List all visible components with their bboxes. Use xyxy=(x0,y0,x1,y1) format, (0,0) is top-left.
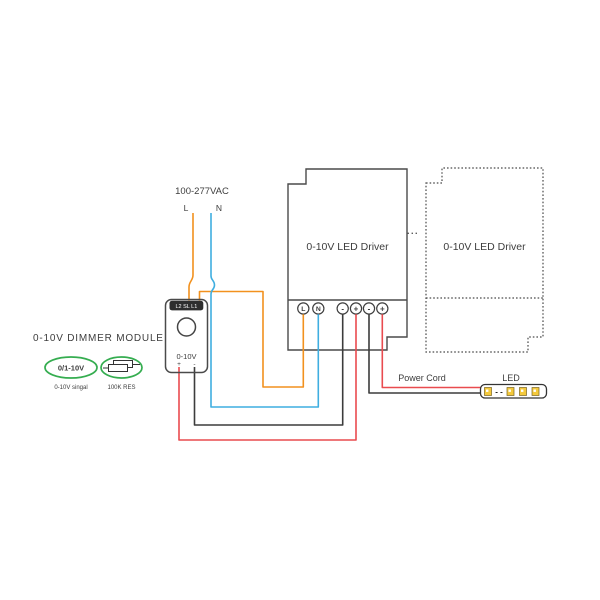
resistor-body-front xyxy=(108,364,128,372)
power-cord-label: Power Cord xyxy=(398,373,446,383)
dimmer-minus-mark: - xyxy=(193,361,195,368)
dimmer-knob xyxy=(176,317,197,337)
led-chip-icon xyxy=(519,387,527,396)
led-strip-pad-marks: - - xyxy=(495,388,503,397)
line-wire-dimmer-to-driver xyxy=(198,290,305,388)
led-label: LED xyxy=(502,373,520,383)
led-chip-2-shine xyxy=(508,389,511,392)
line-label: L xyxy=(184,203,189,213)
terminal-out-minus-label: - xyxy=(368,304,371,313)
dim-plus-wire xyxy=(178,314,357,441)
led-chip-icon xyxy=(531,387,540,396)
terminal-l-circle xyxy=(297,302,310,315)
terminal-l-label: L xyxy=(301,306,305,313)
led-chip-3-shine xyxy=(521,389,524,392)
dimmer-terminal-block-label: L2 SL L1 xyxy=(175,304,197,310)
dimmer-module-heading: 0-10V DIMMER MODULE xyxy=(33,333,164,344)
ac-supply: 100-277VAC L N xyxy=(175,186,229,213)
led-chip-1-shine xyxy=(486,389,489,392)
led-driver-primary: 0-10V LED Driver L N - + - + xyxy=(287,168,408,351)
resistor-caption: 100K RES xyxy=(107,385,135,391)
terminal-out-minus: - xyxy=(362,302,376,315)
terminal-dim-plus-circle xyxy=(349,302,363,315)
supply-voltage-label: 100-277VAC xyxy=(175,186,229,197)
terminal-out-plus: + xyxy=(376,302,389,315)
led-driver-secondary-outline xyxy=(425,167,544,353)
led-driver-secondary-label: 0-10V LED Driver xyxy=(443,241,526,253)
output-minus-wire xyxy=(368,314,481,394)
terminal-n-circle xyxy=(312,302,325,315)
led-driver-primary-label: 0-10V LED Driver xyxy=(306,241,389,253)
output-section: Power Cord LED - - xyxy=(398,373,548,399)
resistor-badge-oval xyxy=(100,356,143,379)
terminal-out-plus-label: + xyxy=(380,304,385,313)
terminal-n-label: N xyxy=(316,306,321,313)
led-chip-icon xyxy=(506,387,515,396)
dimmer-terminal-block xyxy=(169,300,204,311)
dimmer-module-body xyxy=(164,298,209,374)
dimmer-legend: 0-10V DIMMER MODULE 0/1-10V 0-10V singal… xyxy=(33,333,164,391)
terminal-dim-plus: + xyxy=(349,302,363,315)
terminal-dim-minus: - xyxy=(336,302,349,315)
terminal-l: L xyxy=(297,302,310,315)
dimmer-plus-mark: + xyxy=(177,361,181,368)
dim-minus-wire xyxy=(193,314,344,426)
line-wire-supply-to-dimmer xyxy=(188,213,194,301)
led-driver-primary-outline xyxy=(287,168,408,351)
terminal-out-plus-circle xyxy=(376,302,389,315)
neutral-label: N xyxy=(216,203,222,213)
output-plus-wire xyxy=(381,314,481,389)
resistor-symbol-icon xyxy=(103,360,140,372)
terminal-dim-minus-label: - xyxy=(341,304,344,313)
terminal-n: N xyxy=(312,302,325,315)
neutral-wire-supply-to-driver xyxy=(210,213,320,408)
led-chip-4-shine xyxy=(533,389,536,392)
terminal-dim-plus-label: + xyxy=(354,304,359,313)
terminal-dim-minus-circle xyxy=(336,302,349,315)
dimmer-dial-label: 0-10V xyxy=(176,352,196,361)
led-driver-secondary: 0-10V LED Driver xyxy=(425,167,544,353)
signal-caption: 0-10V singal xyxy=(54,385,87,391)
continuation-dots: ... xyxy=(407,226,419,236)
dimmer-module: L2 SL L1 0-10V + - xyxy=(164,298,209,374)
signal-badge-oval xyxy=(44,356,98,379)
signal-badge-label: 0/1-10V xyxy=(58,364,84,373)
led-strip: - - xyxy=(479,383,548,399)
wiring xyxy=(178,213,481,441)
led-chip-icon xyxy=(484,387,492,396)
terminal-out-minus-circle xyxy=(362,302,376,315)
